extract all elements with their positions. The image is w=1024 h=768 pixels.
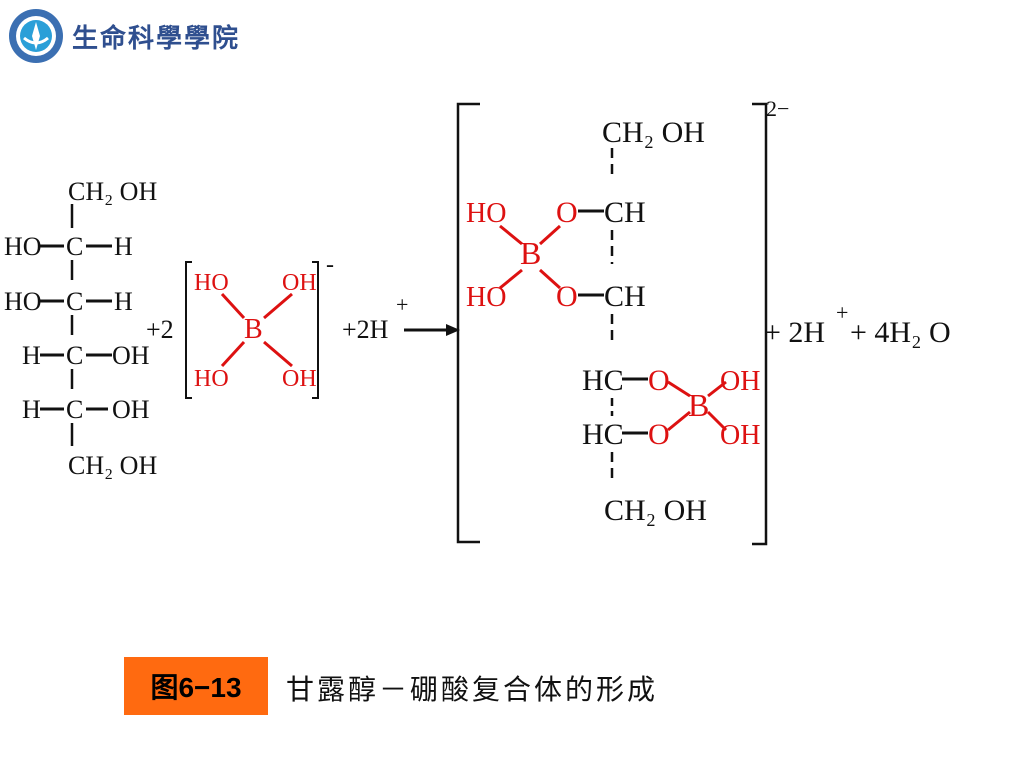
proton-term-charge: + <box>396 292 408 317</box>
complex-b2-oh-top: OH <box>720 366 760 397</box>
mannitol-row4-right: OH <box>112 395 150 424</box>
complex-b2-oh-bottom: OH <box>720 420 760 451</box>
complex-b1-ho-top: HO <box>466 198 506 229</box>
mannitol-row2-right: H <box>114 287 133 316</box>
product-proton: + 2H <box>764 316 825 349</box>
complex-row4-carbon: HC <box>582 418 624 451</box>
borate-charge: - <box>326 252 334 278</box>
mannitol-top-group: CH₂ OH <box>68 177 157 206</box>
reaction-diagram: CH₂ OH HO C H HO C H H C OH H <box>4 96 951 546</box>
figure-caption: 甘露醇－硼酸复合体的形成 <box>286 673 659 706</box>
mannitol-bottom-group: CH₂ OH <box>68 451 157 480</box>
mannitol-row3-center: C <box>66 341 83 370</box>
complex-bottom-group: CH₂ OH <box>604 494 707 527</box>
complex-row3-oxygen: O <box>648 364 670 397</box>
emblem-icon <box>9 9 63 63</box>
mannitol-row1-left: HO <box>4 232 42 261</box>
figure-label-badge: 图6−13 <box>124 657 268 715</box>
complex-b1-boron: B <box>520 235 541 271</box>
borate-ho-bottom-left: HO <box>194 366 229 392</box>
proton-term: +2H <box>342 315 389 344</box>
complex-row1-oxygen: O <box>556 196 578 229</box>
product-water: + 4H₂ O <box>850 316 951 349</box>
complex-charge: 2− <box>766 96 789 121</box>
product-proton-charge: + <box>836 300 848 325</box>
complex-row2-oxygen: O <box>556 280 578 313</box>
mannitol-row2-center: C <box>66 287 83 316</box>
mannitol-structure: CH₂ OH HO C H HO C H H C OH H <box>4 177 157 480</box>
borate-oh-bottom-right: OH <box>282 366 317 392</box>
reaction-arrow <box>404 324 460 336</box>
complex-row4-oxygen: O <box>648 418 670 451</box>
complex-row1-carbon: CH <box>604 196 646 229</box>
borate-ho-top-left: HO <box>194 270 229 296</box>
borate-coefficient: +2 <box>146 315 174 344</box>
mannitol-row4-left: H <box>22 395 41 424</box>
mannitol-row2-left: HO <box>4 287 42 316</box>
mannitol-row3-left: H <box>22 341 41 370</box>
institution-logo: 生命科學學院 <box>6 6 296 66</box>
institution-name: 生命科學學院 <box>72 24 241 54</box>
mannitol-row3-right: OH <box>112 341 150 370</box>
borate-oh-top-right: OH <box>282 270 317 296</box>
borate-ion: HO OH B HO OH - <box>185 252 334 399</box>
mannitol-row1-center: C <box>66 232 83 261</box>
complex-top-group: CH₂ OH <box>602 116 705 149</box>
mannitol-row1-right: H <box>114 232 133 261</box>
complex-row3-carbon: HC <box>582 364 624 397</box>
complex-row2-carbon: CH <box>604 280 646 313</box>
complex-b2-boron: B <box>688 387 709 423</box>
borate-boron: B <box>244 314 263 345</box>
borate-mannitol-complex: 2− CH₂ OH O CH O CH HO B HO <box>456 96 789 546</box>
mannitol-row4-center: C <box>66 395 83 424</box>
